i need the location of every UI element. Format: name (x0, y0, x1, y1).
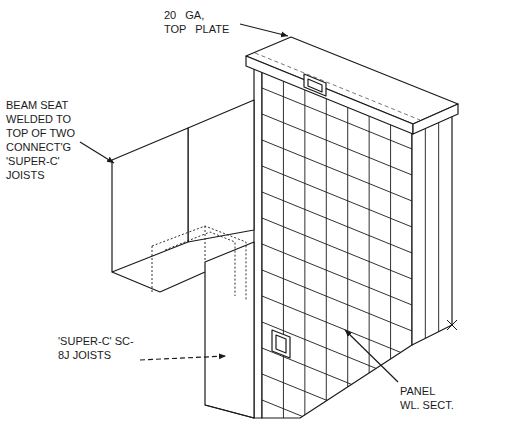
plate-line (255, 53, 420, 120)
leader-line (80, 142, 114, 163)
outlet-box-inner (276, 335, 286, 353)
grid-line (262, 296, 412, 357)
top-plate-end (413, 104, 458, 134)
beam-seat-back (188, 100, 254, 242)
panel-label: PANEL WL. SECT. (400, 384, 457, 412)
grid-line (283, 40, 284, 430)
panel-side (412, 106, 452, 345)
plate-opening (304, 74, 326, 96)
grid-line (262, 218, 412, 279)
joist-bottom (205, 405, 254, 418)
plate-opening-inner (308, 79, 322, 92)
beam-seat-bottom (160, 272, 205, 292)
leader-line (240, 24, 288, 36)
grid-line (262, 192, 412, 253)
grid-line (262, 400, 412, 434)
grid-line (262, 140, 412, 201)
grid-line (262, 270, 412, 331)
grid-line (262, 348, 412, 409)
outlet-box (272, 330, 290, 358)
top-plate-lip (246, 56, 413, 134)
beam-seat-label: BEAM SEAT WELDED TO TOP OF TWO CONNECT'G… (6, 98, 82, 182)
hidden-joist-lines (152, 226, 246, 300)
top-plate (246, 37, 458, 124)
grid-line (262, 244, 412, 305)
joist (205, 242, 254, 418)
leader-line (345, 330, 398, 382)
joist-label: 'SUPER-C' SC-8J JOISTS (58, 334, 138, 362)
grid-line (262, 322, 412, 383)
grid-line (262, 374, 412, 434)
grid-line (425, 117, 426, 338)
break-mark (447, 320, 457, 330)
panel-side-grid (425, 112, 438, 339)
leader-line (140, 356, 226, 360)
beam-seat-bottom (112, 272, 160, 292)
plate-label: 20 GA, TOP PLATE (164, 8, 234, 36)
grid-line (438, 112, 439, 332)
beam-seat-plate (112, 128, 188, 272)
grid-line (262, 426, 412, 434)
panel-edge (254, 59, 262, 418)
grid-line (262, 166, 412, 227)
